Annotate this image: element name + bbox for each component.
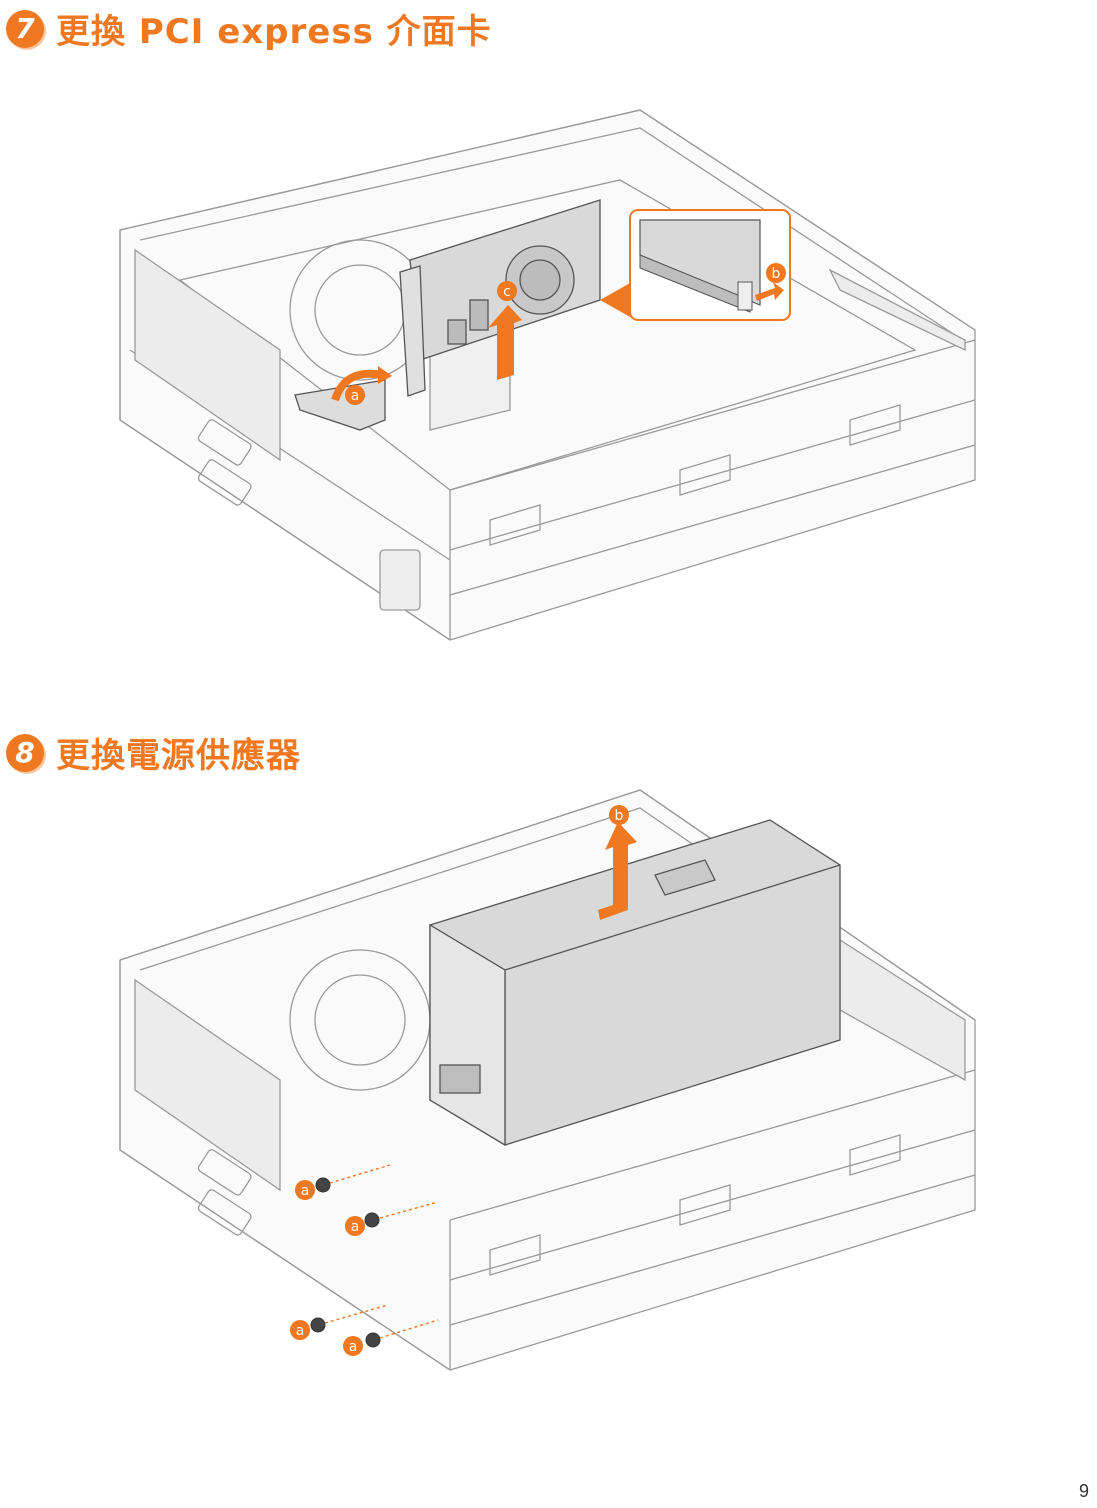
callout-b: b <box>609 805 629 825</box>
callout-a: a <box>345 385 365 405</box>
step-number-badge: 7 <box>6 10 44 48</box>
screw <box>366 1333 380 1347</box>
screw <box>311 1318 325 1332</box>
callout-b: b <box>766 263 786 283</box>
svg-text:a: a <box>349 1339 358 1355</box>
step-title: 更換電源供應器 <box>56 728 301 777</box>
screw <box>316 1178 330 1192</box>
power-supply-replacement-illustration: a a a a b <box>0 780 1097 1400</box>
callout-a: a <box>345 1216 365 1236</box>
pci-card-replacement-illustration: a b c <box>0 50 1097 660</box>
step-number-badge: 8 <box>6 734 44 772</box>
screw <box>365 1213 379 1227</box>
step-title: 更換 PCI express 介面卡 <box>56 4 492 53</box>
svg-text:a: a <box>351 1219 360 1235</box>
svg-text:c: c <box>503 284 511 300</box>
callout-c: c <box>497 281 517 301</box>
svg-text:a: a <box>301 1183 310 1199</box>
callout-a: a <box>290 1320 310 1340</box>
callout-a: a <box>295 1180 315 1200</box>
step-7-heading: 7 更換 PCI express 介面卡 <box>6 4 492 53</box>
svg-text:b: b <box>772 266 781 282</box>
svg-text:a: a <box>296 1323 305 1339</box>
svg-text:a: a <box>351 388 360 404</box>
page-number: 9 <box>1079 1481 1089 1502</box>
callout-a: a <box>343 1336 363 1356</box>
svg-text:b: b <box>615 808 624 824</box>
step-8-heading: 8 更換電源供應器 <box>6 728 301 777</box>
